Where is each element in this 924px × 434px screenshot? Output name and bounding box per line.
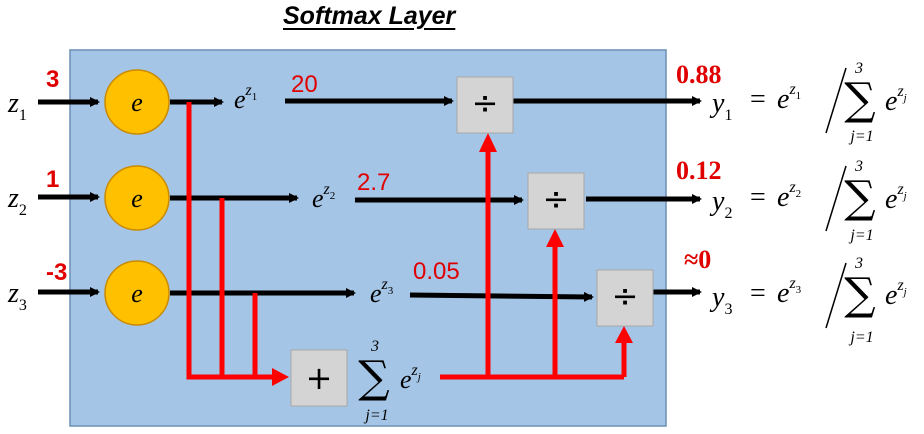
output-formula-1: y1 = ez1 3 ∑ j=1 ezj xyxy=(709,60,907,145)
svg-text:=: = xyxy=(750,278,766,309)
svg-text:ez2: ez2 xyxy=(777,179,801,213)
exponential-1: ez1 20 xyxy=(234,71,318,114)
input-z1: z1 3 xyxy=(7,66,59,124)
svg-text:y1: y1 xyxy=(709,88,732,124)
input-z2-value: 1 xyxy=(46,166,59,193)
input-z3-value: -3 xyxy=(46,259,67,286)
exp-node-1-label: e xyxy=(131,88,143,117)
svg-text:∑: ∑ xyxy=(844,74,875,125)
svg-text:∑: ∑ xyxy=(844,172,875,223)
svg-text:z3: z3 xyxy=(7,278,27,314)
sum-sigma: ∑ xyxy=(358,352,389,403)
svg-text:=: = xyxy=(750,182,766,213)
red-arrowhead-to-sum xyxy=(272,368,289,386)
svg-text:3: 3 xyxy=(854,158,863,175)
sum-plus-symbol: + xyxy=(306,359,333,397)
divide-symbol-2: ÷ xyxy=(543,180,570,218)
sum-lower-limit: j=1 xyxy=(363,407,388,424)
red-arrowheads xyxy=(272,133,633,386)
input-z1-var: z xyxy=(7,88,19,119)
svg-text:ezj: ezj xyxy=(885,83,907,117)
exp-node-1: e xyxy=(104,69,170,135)
divide-box-1: ÷ xyxy=(456,76,514,134)
input-z2-var: z xyxy=(7,183,19,214)
exponential-2: ez2 2.7 xyxy=(312,169,390,213)
red-arrowhead-to-div1 xyxy=(479,133,497,152)
input-z3: z3 -3 xyxy=(7,259,67,314)
svg-text:ez1: ez1 xyxy=(234,82,257,114)
divide-box-2: ÷ xyxy=(527,172,585,230)
exp-node-2: e xyxy=(104,165,170,231)
softmax-panel xyxy=(69,49,667,427)
exponential-3: ez3 0.05 xyxy=(370,258,460,308)
svg-text:ez1: ez1 xyxy=(777,81,801,115)
sum-upper-limit: 3 xyxy=(370,338,379,355)
output-y3-value: ≈0 xyxy=(684,245,711,274)
exp-node-2-label: e xyxy=(131,184,143,213)
divide-symbol-1: ÷ xyxy=(472,84,499,122)
input-z3-sub: 3 xyxy=(19,297,27,314)
svg-text:ez3: ez3 xyxy=(370,276,394,308)
exponential-1-value: 20 xyxy=(291,71,318,98)
svg-text:ezj: ezj xyxy=(885,277,907,311)
svg-text:j=1: j=1 xyxy=(848,329,873,346)
red-line-from-exp1 xyxy=(186,102,275,380)
exponential-2-value: 2.7 xyxy=(357,169,390,196)
divide-box-3: ÷ xyxy=(596,269,654,327)
red-arrows xyxy=(186,102,627,380)
output-formula-3: y3 = ez3 3 ∑ j=1 ezj xyxy=(709,255,907,346)
input-z2-sub: 2 xyxy=(19,202,27,219)
output-formula-2: y2 = ez2 3 ∑ j=1 ezj xyxy=(709,158,907,244)
divide-symbol-3: ÷ xyxy=(612,277,639,315)
input-z1-value: 3 xyxy=(46,66,59,93)
svg-text:∑: ∑ xyxy=(844,269,875,320)
red-arrowhead-to-div3 xyxy=(615,326,633,343)
svg-text:=: = xyxy=(750,84,766,115)
input-z2: z2 1 xyxy=(7,166,59,219)
arrow-ez3-to-div3 xyxy=(409,291,594,302)
svg-text:j=1: j=1 xyxy=(848,128,873,145)
exp-node-3: e xyxy=(104,260,170,326)
svg-text:3: 3 xyxy=(854,255,863,272)
output-y2-value: 0.12 xyxy=(676,156,722,185)
svg-text:ez3: ez3 xyxy=(777,275,802,309)
sum-box: + xyxy=(290,349,348,407)
input-z3-var: z xyxy=(7,278,19,309)
output-y1-value: 0.88 xyxy=(676,60,722,89)
sum-term: ezj xyxy=(400,362,421,394)
diagram-title: Softmax Layer xyxy=(283,2,456,30)
svg-text:y3: y3 xyxy=(709,282,732,318)
exp-node-3-label: e xyxy=(131,279,143,308)
svg-text:3: 3 xyxy=(854,60,863,77)
svg-text:z1: z1 xyxy=(7,88,27,124)
exponential-3-value: 0.05 xyxy=(413,258,460,285)
svg-text:j=1: j=1 xyxy=(848,227,873,244)
svg-text:y2: y2 xyxy=(709,186,732,222)
black-arrows xyxy=(38,96,702,302)
svg-text:ez2: ez2 xyxy=(312,181,335,213)
sum-expression: 3 ∑ j=1 ezj xyxy=(358,338,421,424)
svg-text:z2: z2 xyxy=(7,183,27,219)
svg-text:ezj: ezj xyxy=(885,181,907,215)
red-arrowhead-to-div2 xyxy=(546,229,564,247)
input-z1-sub: 1 xyxy=(19,107,27,124)
